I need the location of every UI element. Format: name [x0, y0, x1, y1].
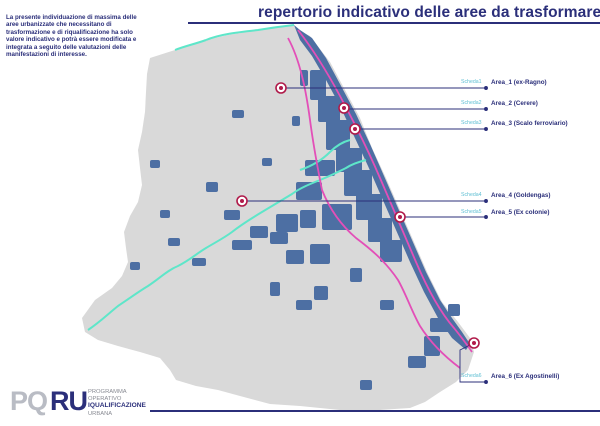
- area-marker-4: [236, 195, 248, 207]
- area-marker-1: [275, 82, 287, 94]
- title-rule: [188, 22, 600, 24]
- logo-mark-left: PQ: [10, 386, 48, 416]
- roads: [287, 29, 473, 369]
- area-marker-5: [394, 211, 406, 223]
- leader-lines: [242, 86, 488, 384]
- area-label-5: Area_5 (Ex colonie): [491, 209, 550, 216]
- pqru-logo: PQ RU PROGRAMMA OPERATIVO IQUALIFICAZION…: [10, 384, 160, 420]
- page-title: repertorio indicativo delle aree da tras…: [258, 4, 600, 21]
- logo-line-4: URBANA: [88, 411, 113, 417]
- area-marker-2: [338, 102, 350, 114]
- scheda-label-4[interactable]: Scheda4: [461, 192, 482, 198]
- area-marker-3: [349, 123, 361, 135]
- area-markers: [236, 82, 480, 349]
- logo-line-3: IQUALIFICAZIONE: [88, 402, 146, 409]
- area-marker-6: [468, 337, 480, 349]
- scheda-label-1[interactable]: Scheda1: [461, 79, 482, 85]
- scheda-label-2[interactable]: Scheda2: [461, 100, 482, 106]
- scheda-label-5[interactable]: Scheda5: [461, 209, 482, 215]
- area-label-6: Area_6 (Ex Agostinelli): [491, 373, 560, 380]
- intro-text: La presente individuazione di massima de…: [6, 14, 137, 59]
- logo-line-2: OPERATIVO: [88, 396, 122, 402]
- logo-mark-right: RU: [50, 386, 88, 416]
- area-label-3: Area_3 (Scalo ferroviario): [491, 120, 568, 127]
- urban-blocks: [130, 70, 460, 390]
- area-label-2: Area_2 (Cerere): [491, 100, 538, 107]
- area-label-4: Area_4 (Goldengas): [491, 192, 551, 199]
- bottom-rule: [150, 410, 600, 412]
- area-label-1: Area_1 (ex-Ragno): [491, 79, 547, 86]
- coastal-urban-strip: [294, 25, 470, 350]
- logo-line-1: PROGRAMMA: [88, 389, 127, 395]
- scheda-label-6[interactable]: Scheda6: [461, 373, 482, 379]
- scheda-label-3[interactable]: Scheda3: [461, 120, 482, 126]
- rivers: [87, 24, 367, 331]
